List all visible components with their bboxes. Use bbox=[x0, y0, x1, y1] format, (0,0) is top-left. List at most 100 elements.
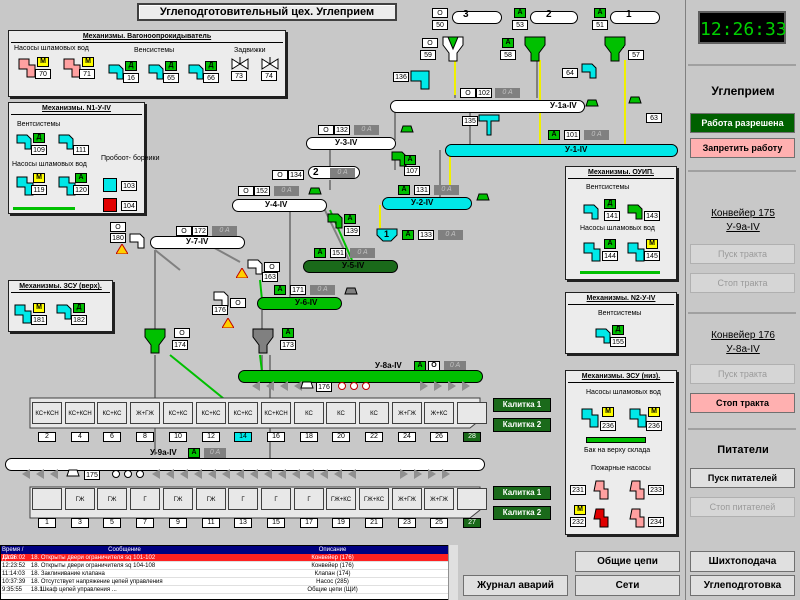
conveyor-u1[interactable] bbox=[445, 144, 678, 157]
damper-163-icon[interactable] bbox=[246, 258, 264, 276]
damper-136-icon[interactable] bbox=[410, 70, 430, 90]
top-bunker[interactable]: Ж+ГЖ bbox=[392, 402, 422, 424]
gate-174-icon[interactable] bbox=[144, 328, 166, 354]
bottom-bunker[interactable]: Г bbox=[228, 488, 258, 510]
conveyor-u4[interactable] bbox=[232, 199, 327, 212]
gray-132: 0 A bbox=[354, 125, 379, 135]
vent-111-icon[interactable] bbox=[57, 133, 75, 151]
common-circuits-button[interactable]: Общие цепи bbox=[575, 551, 680, 572]
bottom-bunker[interactable]: Г bbox=[130, 488, 160, 510]
conveyor-1-icon[interactable] bbox=[376, 228, 398, 242]
bottom-bunker[interactable] bbox=[457, 488, 487, 510]
conv175-start-tract-button[interactable]: Пуск тракта bbox=[690, 244, 795, 264]
top-bunker[interactable]: КС+КС bbox=[196, 402, 226, 424]
zsu-181-icon[interactable] bbox=[13, 303, 33, 325]
bottom-bunker[interactable]: ГЖ bbox=[196, 488, 226, 510]
conveyor-u9a[interactable] bbox=[5, 458, 485, 471]
damper-139-icon[interactable] bbox=[326, 212, 344, 230]
conv175-stop-tract-button[interactable]: Стоп тракта bbox=[690, 273, 795, 293]
conveyor-u8a[interactable] bbox=[238, 370, 483, 383]
gate-59-icon[interactable] bbox=[442, 36, 464, 62]
vent-143-icon[interactable] bbox=[626, 203, 644, 221]
stop-feeders-button[interactable]: Стоп питателей bbox=[690, 497, 795, 517]
fire-231-icon[interactable] bbox=[592, 479, 610, 501]
vent-64-icon[interactable] bbox=[580, 62, 598, 80]
valve-73-icon[interactable] bbox=[231, 57, 249, 71]
damper-180-icon[interactable] bbox=[128, 232, 146, 250]
kalitka-1-top[interactable]: Калитка 1 bbox=[493, 398, 551, 412]
alarm-log-table[interactable]: Время / Дата Сообщение Описание 12:26:02… bbox=[0, 545, 458, 600]
bottom-bunker[interactable]: ГЖ+КС bbox=[359, 488, 389, 510]
pump-70-icon[interactable] bbox=[17, 57, 37, 79]
top-bunker[interactable]: КС+КС bbox=[97, 402, 127, 424]
bottom-bunker[interactable]: Г bbox=[294, 488, 324, 510]
conveyor-u5[interactable] bbox=[303, 260, 398, 273]
kalitka-2-bottom[interactable]: Калитка 2 bbox=[493, 506, 551, 520]
ugleprep-button[interactable]: Углеподготовка bbox=[690, 575, 795, 596]
top-bunker[interactable]: Ж+ГЖ bbox=[130, 402, 160, 424]
bottom-bunker[interactable] bbox=[32, 488, 62, 510]
bottom-bunker[interactable]: Ж+ГЖ bbox=[392, 488, 422, 510]
fire-234-icon[interactable] bbox=[628, 507, 646, 529]
top-bunker[interactable]: Ж+КС bbox=[424, 402, 454, 424]
sampler-103-indicator[interactable] bbox=[103, 178, 117, 192]
bottom-bunker[interactable]: ГЖ bbox=[65, 488, 95, 510]
top-bunker[interactable]: КС bbox=[326, 402, 356, 424]
bottom-bunker[interactable]: Г bbox=[261, 488, 291, 510]
top-bunker[interactable]: КС+КС bbox=[163, 402, 193, 424]
vent-65-icon[interactable] bbox=[147, 63, 165, 81]
vent-141-icon[interactable] bbox=[582, 203, 600, 221]
fire-232-icon[interactable] bbox=[592, 507, 610, 529]
alarm-journal-button[interactable]: Журнал аварий bbox=[463, 575, 568, 596]
conveyor-u6[interactable] bbox=[257, 297, 342, 310]
start-feeders-button[interactable]: Пуск питателей bbox=[690, 468, 795, 488]
kalitka-1-bottom[interactable]: Калитка 1 bbox=[493, 486, 551, 500]
damper-107-icon[interactable] bbox=[390, 150, 408, 168]
conveyor-u1a[interactable] bbox=[390, 100, 585, 113]
pump-120-icon[interactable] bbox=[57, 175, 77, 197]
gate-135-icon[interactable] bbox=[478, 114, 500, 136]
alarm-log-scrollbar[interactable] bbox=[448, 545, 458, 600]
pump-236b-icon[interactable] bbox=[628, 407, 648, 429]
top-bunker[interactable]: КС+КСН bbox=[261, 402, 291, 424]
bottom-bunker[interactable]: ГЖ+КС bbox=[326, 488, 356, 510]
zsu-182-icon[interactable] bbox=[55, 303, 73, 321]
pump-144-icon[interactable] bbox=[582, 241, 602, 263]
gate-58-icon[interactable] bbox=[524, 36, 546, 62]
conveyor-u7[interactable] bbox=[150, 236, 245, 249]
conv176-start-tract-button[interactable]: Пуск тракта bbox=[690, 364, 795, 384]
top-bunker[interactable] bbox=[457, 402, 487, 424]
forbid-work-button[interactable]: Запретить работу bbox=[690, 138, 795, 158]
top-bunker[interactable]: КС bbox=[294, 402, 324, 424]
gate-173-icon[interactable] bbox=[252, 328, 274, 354]
top-bunker[interactable]: КС+КСН bbox=[65, 402, 95, 424]
pump-236a-icon[interactable] bbox=[580, 407, 600, 429]
vent-16-icon[interactable] bbox=[107, 63, 125, 81]
top-bunker[interactable]: КС bbox=[359, 402, 389, 424]
shihtopodacha-button[interactable]: Шихтоподача bbox=[690, 551, 795, 572]
conveyor-u3[interactable] bbox=[306, 137, 396, 150]
bottom-bunker[interactable]: ГЖ bbox=[97, 488, 127, 510]
vent-66-icon[interactable] bbox=[187, 63, 205, 81]
fire-233-icon[interactable] bbox=[628, 479, 646, 501]
conv176-stop-tract-button[interactable]: Стоп тракта bbox=[690, 393, 795, 413]
sampler-104-indicator[interactable] bbox=[103, 198, 117, 212]
pump-119-icon[interactable] bbox=[15, 175, 35, 197]
conveyor-u2[interactable] bbox=[382, 197, 472, 210]
vent-155-icon[interactable] bbox=[594, 327, 612, 345]
vent-109-icon[interactable] bbox=[15, 133, 33, 151]
top-bunker[interactable]: КС+КС bbox=[228, 402, 258, 424]
pump-145-icon[interactable] bbox=[626, 241, 646, 263]
kalitka-2-top[interactable]: Калитка 2 bbox=[493, 418, 551, 432]
bottom-bunker[interactable]: Ж+ГЖ bbox=[424, 488, 454, 510]
top-bunker[interactable]: КС+КСН bbox=[32, 402, 62, 424]
bottom-bunker[interactable]: ГЖ bbox=[163, 488, 193, 510]
networks-button[interactable]: Сети bbox=[575, 575, 680, 596]
gate-57-icon[interactable] bbox=[604, 36, 626, 62]
valve-74-icon[interactable] bbox=[261, 57, 279, 71]
